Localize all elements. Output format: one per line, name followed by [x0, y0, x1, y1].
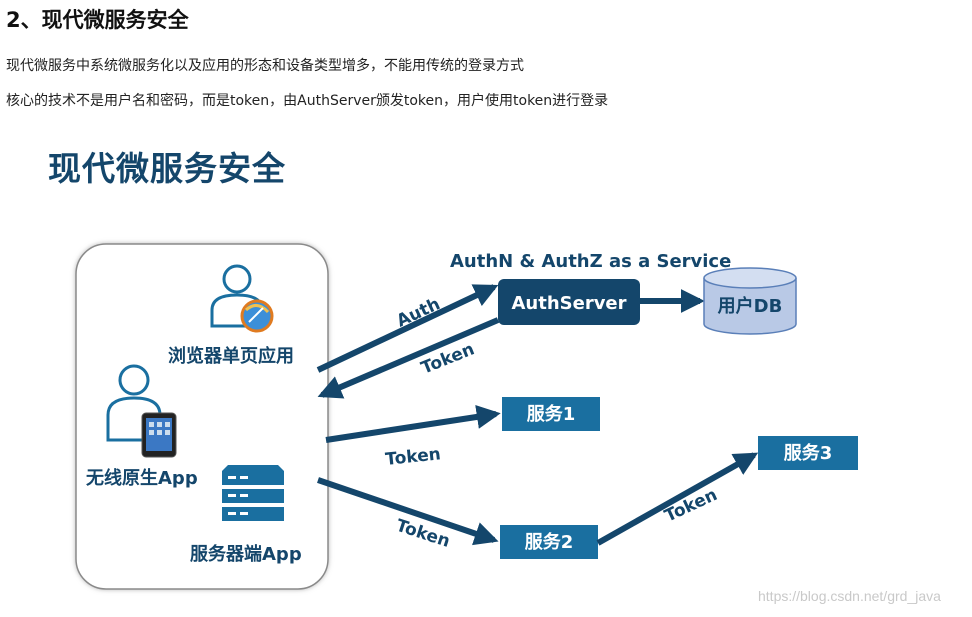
paragraph-1: 现代微服务中系统微服务化以及应用的形态和设备类型增多，不能用传统的登录方式: [6, 58, 524, 74]
token-s1-label: Token: [384, 444, 441, 470]
auth-server-label: AuthServer: [511, 293, 626, 314]
token-s3-arrow: [596, 452, 759, 546]
token-back-label: Token: [418, 339, 477, 378]
client-server-label: 服务器端App: [190, 543, 302, 565]
service-2-label: 服务2: [525, 531, 574, 553]
client-native-label: 无线原生App: [86, 467, 198, 489]
token-s2-arrow: [317, 477, 499, 546]
browser-globe-icon: [240, 299, 274, 333]
user-db-cylinder: [703, 267, 797, 335]
service-1-box: [502, 397, 600, 431]
auth-label: Auth: [394, 294, 444, 331]
client-browser-label: 浏览器单页应用: [168, 345, 294, 367]
paragraph-2: 核心的技术不是用户名和密码，而是token，由AuthServer颁发token…: [6, 93, 609, 109]
service-caption: AuthN & AuthZ as a Service: [450, 251, 731, 272]
user-db-label: 用户DB: [718, 295, 783, 317]
server-icon: [222, 465, 284, 521]
diagram-title: 现代微服务安全: [48, 149, 286, 188]
service-3-label: 服务3: [784, 442, 833, 464]
service-1-label: 服务1: [527, 403, 576, 425]
token-back-arrow: [317, 317, 500, 399]
section-heading: 2、现代微服务安全: [6, 8, 189, 32]
token-s1-arrow: [325, 405, 501, 443]
service-2-box: [500, 525, 598, 559]
tablet-icon: [141, 412, 177, 458]
auth-arrow: [316, 284, 499, 373]
watermark: https://blog.csdn.net/grd_java: [758, 588, 941, 604]
auth-server-box: [498, 279, 640, 325]
service-3-box: [758, 436, 858, 470]
